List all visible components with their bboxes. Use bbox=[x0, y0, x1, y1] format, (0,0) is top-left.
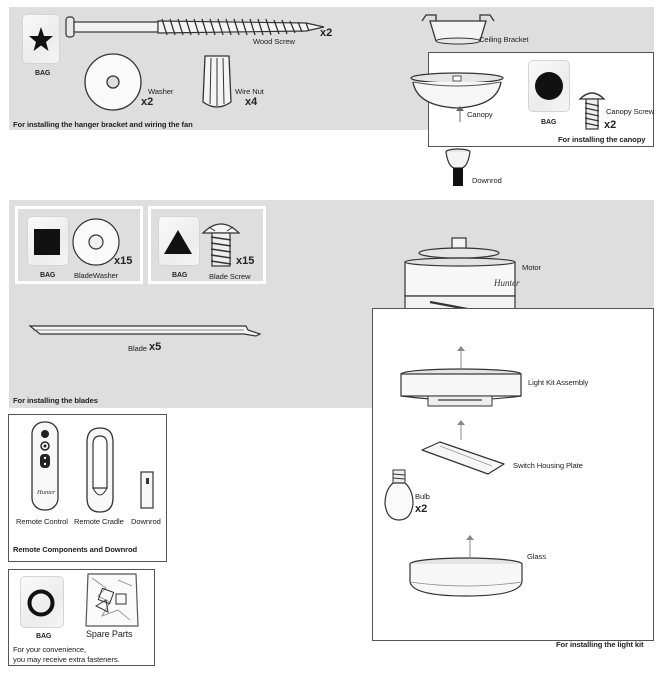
blade-screw-label: Blade Screw bbox=[209, 272, 251, 281]
ceiling-bracket-icon bbox=[421, 14, 495, 45]
wire-nut-icon bbox=[202, 55, 232, 108]
hardware-caption: For installing the hanger bracket and wi… bbox=[13, 120, 193, 129]
remote-cradle-icon bbox=[86, 427, 114, 513]
light-kit-assembly-icon bbox=[400, 368, 522, 407]
canopy-screw-label: Canopy Screw bbox=[606, 107, 655, 116]
light-kit-arrow-3 bbox=[466, 535, 474, 557]
blade-washer-label: BladeWasher bbox=[74, 271, 119, 280]
canopy-bag-label: BAG bbox=[541, 119, 557, 126]
washer-label: Washer bbox=[148, 87, 174, 96]
downrod-icon bbox=[445, 148, 471, 186]
switch-housing-plate-icon bbox=[421, 441, 505, 475]
wood-screw-label: Wood Screw bbox=[253, 37, 295, 46]
circle-icon bbox=[535, 72, 563, 100]
bulb-icon bbox=[384, 469, 414, 521]
remote-cradle-label: Remote Cradle bbox=[74, 517, 124, 526]
star-icon bbox=[29, 27, 53, 51]
light-kit-arrow-2 bbox=[457, 420, 465, 440]
blade-screw-bag-label: BAG bbox=[172, 272, 188, 279]
light-kit-caption: For installing the light kit bbox=[556, 640, 644, 649]
canopy-arrow bbox=[456, 106, 464, 122]
blade-screw-qty: x15 bbox=[236, 255, 255, 267]
canopy-caption: For installing the canopy bbox=[558, 135, 646, 144]
spare-caption-line2: you may receive extra fasteners. bbox=[13, 655, 120, 664]
glass-icon bbox=[409, 557, 523, 597]
wood-screw-icon bbox=[65, 16, 325, 38]
blade-label: Blade bbox=[128, 344, 147, 353]
spare-parts-label: Spare Parts bbox=[86, 629, 133, 639]
light-kit-assembly-label: Light Kit Assembly bbox=[528, 378, 589, 387]
triangle-icon bbox=[164, 230, 192, 254]
spare-parts-bag-icon bbox=[85, 573, 139, 627]
motor-label: Motor bbox=[522, 263, 541, 272]
blade-washer-icon bbox=[72, 218, 120, 266]
blade-screw-icon bbox=[201, 223, 241, 267]
switch-housing-plate-label: Switch Housing Plate bbox=[513, 461, 583, 470]
blade-washer-bag-label: BAG bbox=[40, 272, 56, 279]
glass-label: Glass bbox=[527, 552, 546, 561]
remote-control-label: Remote Control bbox=[16, 517, 68, 526]
downrod-small-icon bbox=[140, 471, 154, 509]
square-icon bbox=[34, 229, 60, 255]
canopy-screw-qty: x2 bbox=[604, 119, 617, 131]
canopy-label: Canopy bbox=[467, 110, 493, 119]
ceiling-bracket-label: Ceiling Bracket bbox=[479, 35, 529, 44]
downrod-label-small: Downrod bbox=[131, 517, 161, 526]
wire-nut-qty: x4 bbox=[245, 96, 258, 108]
washer-qty: x2 bbox=[141, 96, 154, 108]
downrod-label-top: Downrod bbox=[472, 176, 502, 185]
remote-caption: Remote Components and Downrod bbox=[13, 545, 138, 554]
canopy-screw-icon bbox=[578, 92, 606, 130]
spare-bag-label: BAG bbox=[36, 633, 52, 640]
washer-icon bbox=[84, 53, 142, 111]
canopy-icon bbox=[410, 72, 504, 109]
wire-nut-label: Wire Nut bbox=[235, 87, 264, 96]
blades-caption: For installing the blades bbox=[13, 396, 98, 405]
svg-text:Hunter: Hunter bbox=[493, 278, 520, 288]
blade-washer-qty: x15 bbox=[114, 255, 133, 267]
svg-text:Hunter: Hunter bbox=[36, 489, 56, 496]
wood-screw-qty: x2 bbox=[320, 27, 333, 39]
blade-icon bbox=[28, 325, 262, 337]
ring-bag bbox=[20, 576, 64, 628]
hardware-bag-label: BAG bbox=[35, 70, 51, 77]
light-kit-arrow-1 bbox=[457, 346, 465, 368]
spare-caption-line1: For your convenience, bbox=[13, 645, 87, 654]
bulb-qty: x2 bbox=[415, 503, 428, 515]
blade-qty: x5 bbox=[149, 341, 162, 353]
remote-control-icon: Hunter bbox=[31, 421, 59, 511]
o-ring-icon bbox=[27, 589, 55, 617]
bulb-label: Bulb bbox=[415, 492, 430, 501]
